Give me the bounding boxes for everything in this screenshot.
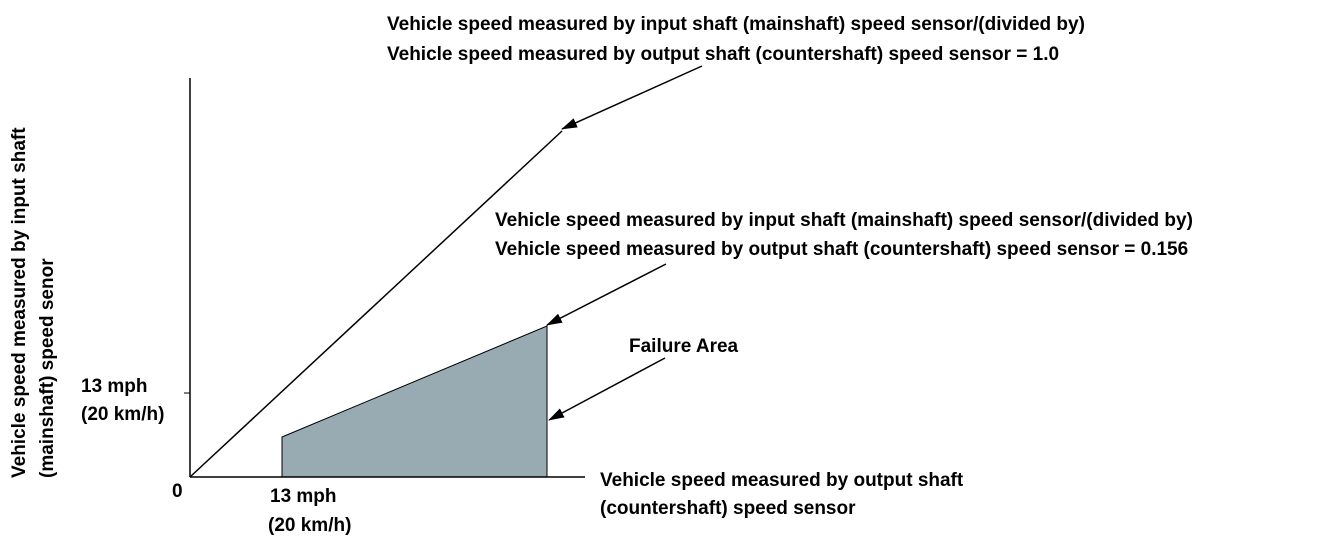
ratio-1-label-line1: Vehicle speed measured by input shaft (m…: [387, 14, 1085, 35]
ratio-1-leader-arrow: [561, 65, 703, 130]
ratio-1-line: [189, 130, 563, 478]
ratio-0156-label-line1: Vehicle speed measured by input shaft (m…: [495, 210, 1193, 231]
y-axis-label-line1: Vehicle speed measured by input shaft: [9, 127, 30, 478]
failure-area-label: Failure Area: [629, 336, 739, 357]
ratio-0156-label-line2: Vehicle speed measured by output shaft (…: [495, 239, 1188, 260]
x-axis-label-line1: Vehicle speed measured by output shaft: [600, 470, 964, 491]
x-tick-label-line2: (20 km/h): [268, 515, 351, 536]
y-tick-label-line1: 13 mph: [81, 376, 148, 397]
ratio-1-label-line2: Vehicle speed measured by output shaft (…: [387, 44, 1059, 65]
failure-area-leader-arrow: [548, 357, 666, 421]
y-axis-label-line2: (mainshaft) speed senor: [37, 258, 58, 478]
x-axis-label-line2: (countershaft) speed sensor: [600, 498, 856, 519]
y-tick-label-line2: (20 km/h): [81, 404, 164, 425]
ratio-0156-leader-arrow: [546, 263, 667, 326]
origin-label: 0: [172, 481, 183, 502]
failure-area-region: [281, 325, 548, 478]
x-tick-label-line1: 13 mph: [270, 486, 337, 507]
